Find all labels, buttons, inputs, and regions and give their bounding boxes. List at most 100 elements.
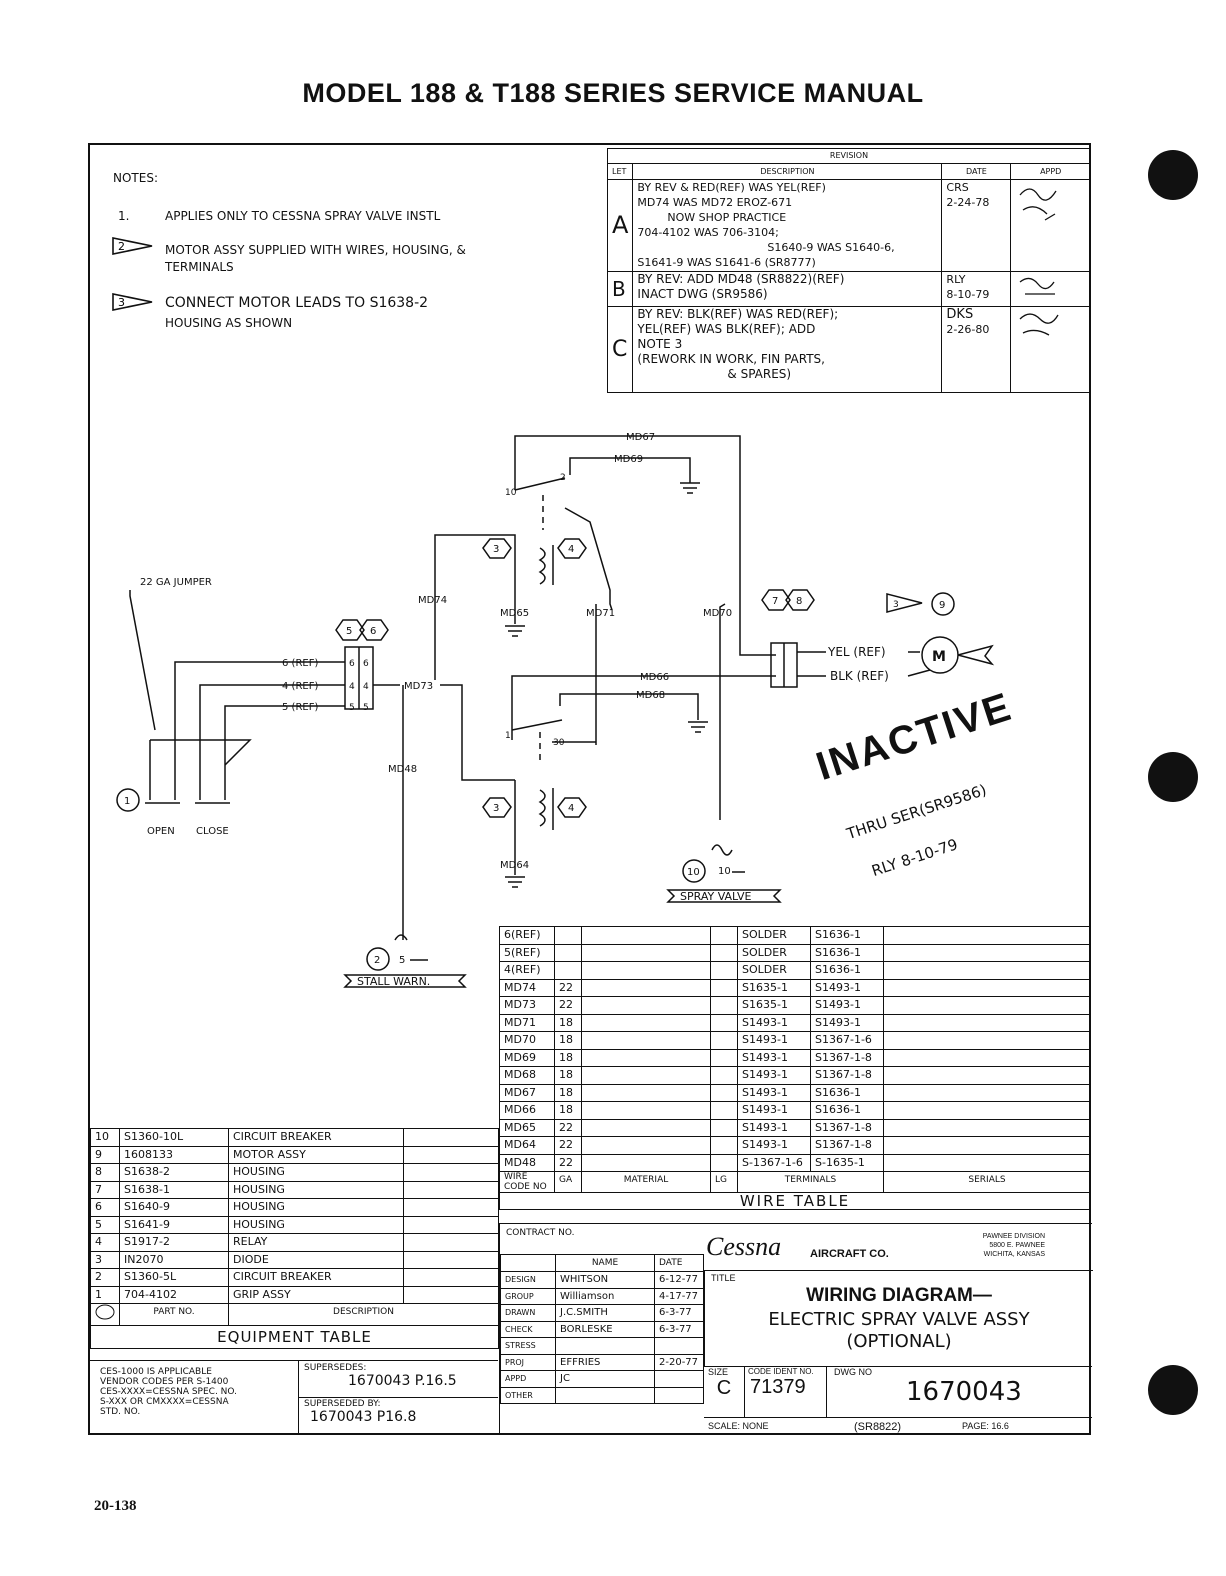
wire-terminal-2: S1636-1 (810, 961, 884, 980)
wire-lg (710, 1118, 738, 1137)
signoff-role: APPD (500, 1370, 556, 1388)
wire-ga: 22 (554, 996, 582, 1015)
wire-terminal-2: S1367-1-8 (810, 1066, 884, 1085)
signoff-role: DESIGN (500, 1271, 556, 1289)
signoff-name: EFFRIES (555, 1353, 655, 1371)
wire-code: MD74 (499, 978, 555, 997)
rev-c-appd (1010, 306, 1091, 393)
page-number: 20-138 (94, 1498, 137, 1514)
wire-material (581, 1153, 711, 1172)
signoff-name: JC (555, 1370, 655, 1388)
scale-row: SCALE: NONE (SR8822) PAGE: 16.6 (704, 1417, 1092, 1437)
blank (403, 1180, 499, 1199)
wire-serials (883, 1031, 1091, 1050)
rev-a-date-cell: CRS 2-24-78 (941, 179, 1012, 272)
wire-ga: 22 (554, 1136, 582, 1155)
wire-md68 (559, 693, 699, 720)
rev-a-l5: S1640-9 WAS S1640-6, (767, 241, 895, 254)
wire-terminal-2: S1367-1-8 (810, 1048, 884, 1067)
code-label: CODE IDENT NO. (748, 1367, 814, 1376)
label-md73: MD73 (404, 681, 433, 692)
rev-b-l1: BY REV: ADD MD48 (SR8822)(REF) (637, 272, 845, 286)
note-flag-2-icon: 2 (112, 237, 153, 255)
part-no: S1640-9 (119, 1198, 229, 1217)
pin-6a: 6 (349, 659, 355, 669)
signoff-role: DRAWN (500, 1304, 556, 1322)
wire-terminal-1: S1635-1 (737, 978, 811, 997)
supersedes-value: 1670043 P.16.5 (348, 1373, 457, 1389)
wire-ga: 18 (554, 1101, 582, 1120)
wire-material (581, 1101, 711, 1120)
rev-b-by: RLY (946, 273, 966, 286)
wire-material (581, 1013, 711, 1032)
signoff-role: GROUP (500, 1287, 556, 1305)
wire-serials (883, 943, 1091, 962)
wire-terminal-1: S1635-1 (737, 996, 811, 1015)
rev-a-appd (1010, 179, 1091, 272)
description: HOUSING (228, 1198, 404, 1217)
balloon-2 (366, 947, 390, 971)
rev-a-l3: NOW SHOP PRACTICE (667, 211, 787, 224)
dwg-label: DWG NO (834, 1367, 872, 1377)
part-no: S1641-9 (119, 1215, 229, 1234)
hex-4a-text: 4 (568, 544, 574, 555)
item-no: 2 (90, 1268, 120, 1287)
wire-terminal-1: SOLDER (737, 926, 811, 945)
blank (403, 1128, 499, 1147)
balloon-9-text: 9 (939, 600, 945, 611)
dwg-info: SIZE C CODE IDENT NO. 71379 DWG NO 16700… (704, 1366, 1092, 1436)
pin-5b: 5 (363, 703, 369, 713)
pin-6b: 6 (363, 659, 369, 669)
wire-serials (883, 978, 1091, 997)
wire-md67 (514, 435, 776, 656)
part-no: 704-4102 (119, 1285, 229, 1304)
size-label: SIZE (708, 1367, 729, 1377)
signoff-date: 6-3-77 (654, 1320, 704, 1338)
wire-lg (710, 1066, 738, 1085)
wire-ga: 18 (554, 1066, 582, 1085)
part-no: IN2070 (119, 1250, 229, 1269)
division-3: WICHITA, KANSAS (983, 1251, 1045, 1258)
note-flag-3-num: 3 (118, 296, 125, 309)
rev-a-l1: BY REV & RED(REF) WAS YEL(REF) (637, 181, 826, 194)
wire-code: MD64 (499, 1136, 555, 1155)
label-stall-warn: STALL WARN. (357, 975, 430, 988)
flag-3-text: 3 (893, 600, 899, 610)
hex-5-text: 5 (346, 626, 352, 637)
dwg-cell: DWG NO 1670043 (826, 1367, 1092, 1417)
division-block: PAWNEE DIVISION 5800 E. PAWNEE WICHITA, … (945, 1232, 1045, 1259)
pin-4a: 4 (349, 682, 355, 692)
wire-code: MD68 (499, 1066, 555, 1085)
rev-a-let: A (606, 179, 634, 272)
signoff-date (654, 1337, 704, 1355)
note-3-line-1: CONNECT MOTOR LEADS TO S1638-2 (165, 295, 429, 311)
balloon-1-text: 1 (124, 796, 130, 807)
wire-code: MD73 (499, 996, 555, 1015)
note-2-line-2: TERMINALS (165, 260, 234, 274)
signature-icon (1020, 277, 1056, 295)
wire-terminal-2: S1636-1 (810, 926, 884, 945)
sr-value: (SR8822) (854, 1421, 902, 1433)
wire-serials (883, 1136, 1091, 1155)
wire-serials (883, 1083, 1091, 1102)
rev-c-desc: BY REV: BLK(REF) WAS RED(REF); YEL(REF) … (632, 306, 943, 393)
blank (403, 1198, 499, 1217)
wire-terminal-1: S1493-1 (737, 1101, 811, 1120)
label-blk: BLK (REF) (830, 669, 889, 683)
signature-icon (1019, 188, 1057, 221)
wire-terminal-2: S1367-1-8 (810, 1136, 884, 1155)
signoff-name: WHITSON (555, 1271, 655, 1289)
item-no: 6 (90, 1198, 120, 1217)
company-name: AIRCRAFT CO. (810, 1248, 889, 1260)
ces-1: CES-1000 IS APPLICABLE (100, 1367, 212, 1377)
rev-c-date-cell: DKS 2-26-80 (941, 306, 1012, 393)
wire-material (581, 1031, 711, 1050)
signoff-date (654, 1370, 704, 1388)
